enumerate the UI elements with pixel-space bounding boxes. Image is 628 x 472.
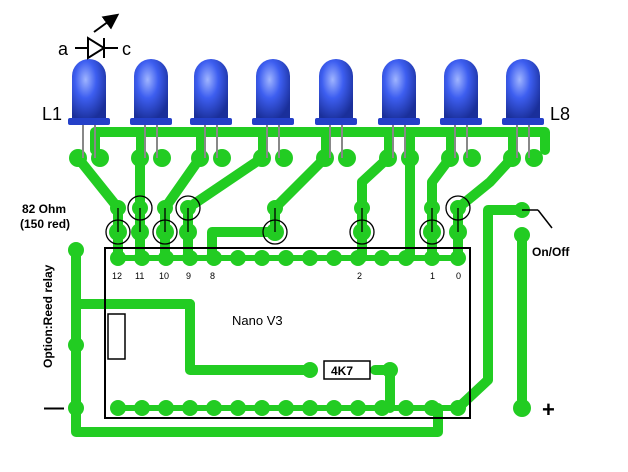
diode-anode-label: a — [58, 39, 69, 59]
diode-symbol-icon — [75, 13, 120, 60]
pin-label: 2 — [357, 271, 362, 281]
pullup-resistor-body — [323, 360, 371, 380]
power-positive-label: + — [542, 397, 555, 422]
pin-label: 8 — [210, 271, 215, 281]
reed-relay-body — [107, 313, 126, 360]
pin-label: 9 — [186, 271, 191, 281]
led-row — [68, 59, 544, 158]
copper-traces — [71, 127, 550, 437]
resistor-value-label: 82 Ohm — [22, 202, 66, 216]
led-3 — [190, 59, 232, 158]
led-resistors — [105, 195, 471, 245]
led-2 — [130, 59, 172, 158]
pin-label: 12 — [112, 271, 122, 281]
pin-label: 11 — [135, 271, 144, 281]
pullup-resistor-label: 4K7 — [331, 364, 353, 378]
led-1 — [68, 59, 110, 158]
led-last-label: L8 — [550, 104, 570, 124]
power-negative-label: — — [44, 397, 64, 419]
nano-board-outline — [104, 247, 471, 419]
led-8 — [502, 59, 544, 158]
solder-pads — [68, 149, 543, 417]
pin-label: 10 — [159, 271, 169, 281]
led-4 — [252, 59, 294, 158]
on-off-switch — [522, 209, 553, 229]
nano-board-label: Nano V3 — [232, 313, 283, 328]
led-6 — [378, 59, 420, 158]
reed-relay-label: Option:Reed relay — [41, 264, 55, 368]
led-5 — [315, 59, 357, 158]
pin-labels: 12 11 10 9 8 2 1 0 — [112, 271, 461, 281]
switch-label: On/Off — [532, 245, 570, 259]
resistor-alt-label: (150 red) — [20, 217, 70, 231]
pin-label: 1 — [430, 271, 435, 281]
led-7 — [440, 59, 482, 158]
led-first-label: L1 — [42, 104, 62, 124]
diode-cathode-label: c — [122, 39, 131, 59]
pin-label: 0 — [456, 271, 461, 281]
